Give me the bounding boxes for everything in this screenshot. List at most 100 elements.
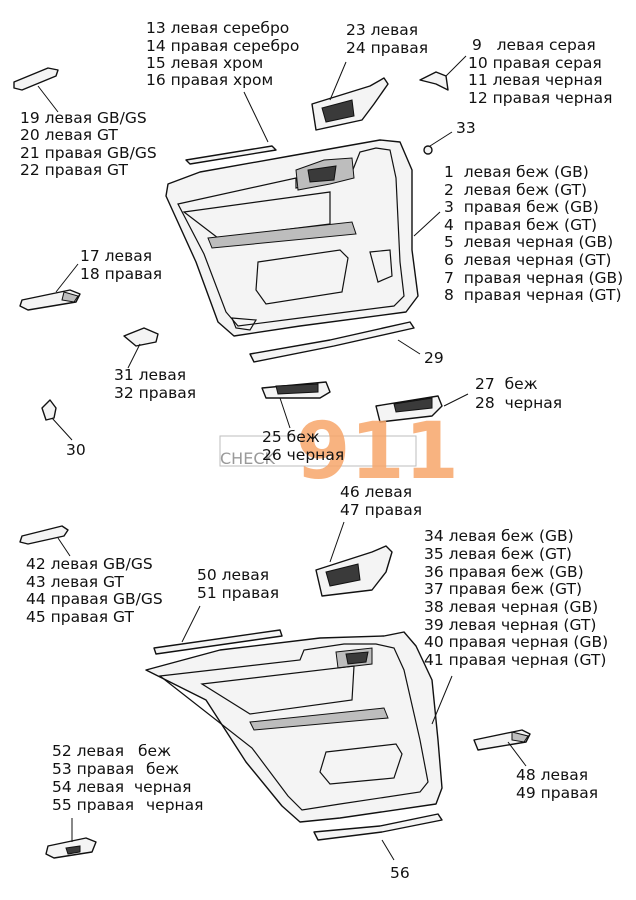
label-10: 10 правая серая xyxy=(468,54,602,72)
label-29: 29 xyxy=(424,349,444,367)
label-13: 13 левая серебро xyxy=(146,19,290,37)
label-27: 27 беж xyxy=(475,375,538,393)
label-26: 26 черная xyxy=(262,446,345,464)
part-strip-rear xyxy=(153,629,283,655)
label-16: 16 правая хром xyxy=(146,71,274,89)
label-33: 33 xyxy=(456,119,476,137)
label-23: 23 левая xyxy=(346,21,419,39)
label-22: 22 правая GT xyxy=(20,161,128,179)
leader-30 xyxy=(51,417,73,441)
label-2: 2 левая беж (GT) xyxy=(444,181,588,199)
label-51: 51 правая xyxy=(197,584,280,602)
label-15: 15 левая хром xyxy=(146,54,264,72)
leader-27 xyxy=(443,393,469,407)
front-door-panel xyxy=(165,139,419,337)
rear-door-panel xyxy=(145,631,443,823)
leader-31 xyxy=(127,343,141,369)
label-52-color: беж xyxy=(138,742,172,760)
part-tweeter-cover xyxy=(419,71,449,91)
part-pull-handle-front xyxy=(19,289,81,311)
label-8: 8 правая черная (GT) xyxy=(444,286,622,304)
label-25: 25 беж xyxy=(262,428,320,446)
label-43: 43 левая GT xyxy=(26,573,124,591)
leader-23 xyxy=(329,61,347,101)
label-34: 34 левая беж (GB) xyxy=(424,527,574,545)
label-20: 20 левая GT xyxy=(20,126,118,144)
leader-42 xyxy=(57,537,71,557)
label-30: 30 xyxy=(66,441,86,459)
label-37: 37 правая беж (GT) xyxy=(424,580,583,598)
part-strip-front xyxy=(185,145,277,165)
part-armrest-clip-rear xyxy=(45,837,97,859)
label-3: 3 правая беж (GB) xyxy=(444,198,599,216)
leader-50 xyxy=(181,605,201,643)
part-lower-strip-front xyxy=(249,321,415,363)
label-41: 41 правая черная (GT) xyxy=(424,651,607,669)
label-44: 44 правая GB/GS xyxy=(26,590,163,608)
label-9: 9 левая серая xyxy=(472,36,596,54)
label-46: 46 левая xyxy=(340,483,413,501)
part-trim-top-left xyxy=(13,67,59,91)
label-7: 7 правая черная (GB) xyxy=(444,269,624,287)
label-54: 54 левая xyxy=(52,778,125,796)
label-32: 32 правая xyxy=(114,384,197,402)
label-21: 21 правая GB/GS xyxy=(20,144,157,162)
label-55: 55 правая xyxy=(52,796,135,814)
part-switch-panel-front xyxy=(261,381,331,399)
leader-46 xyxy=(329,521,345,563)
leader-13 xyxy=(243,91,269,143)
label-54-color: черная xyxy=(134,778,192,796)
svg-text:CHECK: CHECK xyxy=(220,449,275,468)
label-47: 47 правая xyxy=(340,501,423,519)
label-40: 40 правая черная (GB) xyxy=(424,633,609,651)
part-clip-33 xyxy=(423,145,433,155)
part-lower-strip-rear xyxy=(313,813,443,841)
label-12: 12 правая черная xyxy=(468,89,613,107)
label-49: 49 правая xyxy=(516,784,599,802)
leader-17 xyxy=(55,263,79,293)
leader-56 xyxy=(381,839,395,861)
label-17: 17 левая xyxy=(80,247,153,265)
label-55-color: черная xyxy=(146,796,204,814)
leader-33 xyxy=(429,131,453,147)
label-52: 52 левая xyxy=(52,742,125,760)
watermark: CHECK 911 xyxy=(219,407,459,497)
label-48: 48 левая xyxy=(516,766,589,784)
label-50: 50 левая xyxy=(197,566,270,584)
leader-25 xyxy=(279,397,291,429)
label-31: 31 левая xyxy=(114,366,187,384)
label-36: 36 правая беж (GB) xyxy=(424,563,584,581)
part-small-cover xyxy=(123,327,159,347)
label-28: 28 черная xyxy=(475,394,563,412)
part-inner-handle-rear xyxy=(315,545,393,597)
leader-1 xyxy=(413,211,441,237)
label-14: 14 правая серебро xyxy=(146,37,300,55)
label-24: 24 правая xyxy=(346,39,429,57)
label-1: 1 левая беж (GB) xyxy=(444,163,589,181)
label-39: 39 левая черная (GT) xyxy=(424,616,597,634)
label-45: 45 правая GT xyxy=(26,608,134,626)
label-56: 56 xyxy=(390,864,410,882)
part-pull-handle-rear xyxy=(473,729,531,751)
leader-34 xyxy=(431,675,453,725)
leader-19 xyxy=(37,85,59,113)
label-11: 11 левая черная xyxy=(468,71,603,89)
label-18: 18 правая xyxy=(80,265,163,283)
label-4: 4 правая беж (GT) xyxy=(444,216,598,234)
leader-29 xyxy=(397,339,421,355)
label-6: 6 левая черная (GT) xyxy=(444,251,612,269)
label-38: 38 левая черная (GB) xyxy=(424,598,599,616)
svg-text:911: 911 xyxy=(296,407,459,497)
label-19: 19 левая GB/GS xyxy=(20,109,147,127)
label-53-color: беж xyxy=(146,760,180,778)
label-53: 53 правая xyxy=(52,760,135,778)
part-clip-30 xyxy=(41,399,57,421)
leader-48 xyxy=(507,741,527,767)
part-switch-panel-27 xyxy=(375,395,443,423)
label-42: 42 левая GB/GS xyxy=(26,555,153,573)
label-35: 35 левая беж (GT) xyxy=(424,545,572,563)
part-inner-handle-front xyxy=(311,77,389,131)
label-5: 5 левая черная (GB) xyxy=(444,233,614,251)
leader-9 xyxy=(445,55,467,77)
